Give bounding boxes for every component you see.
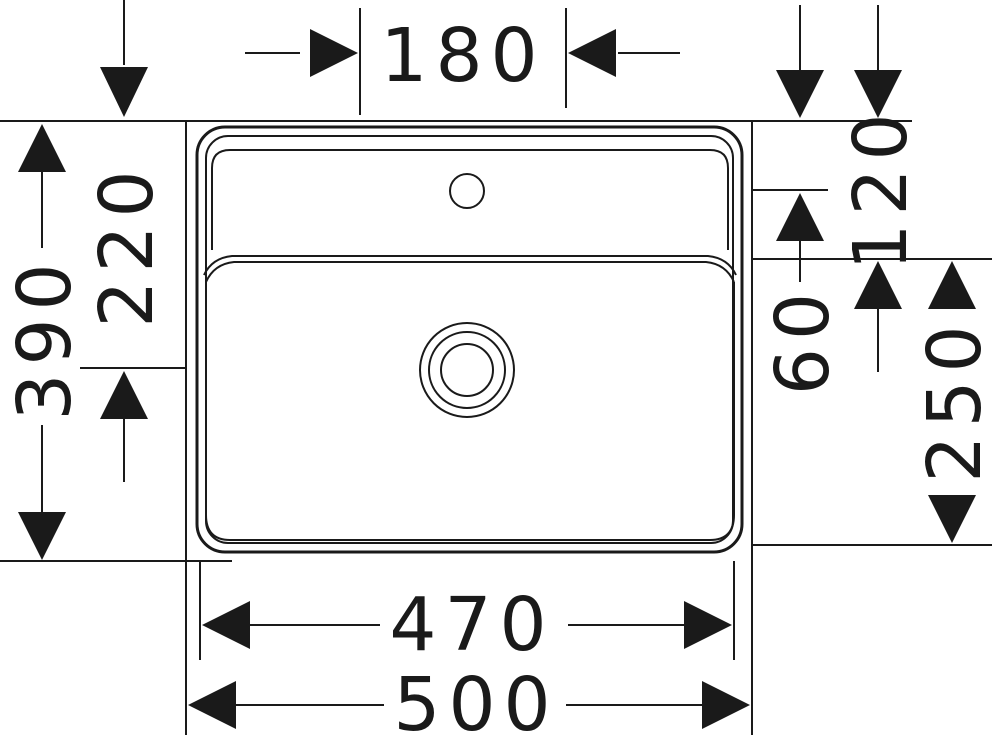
dimension-overall-depth: 390 (2, 0, 148, 560)
extension-lines (0, 8, 992, 735)
dimension-bowl-depth: 220 (84, 162, 170, 482)
label-180: 180 (380, 13, 545, 99)
tap-hole (449, 173, 485, 209)
label-60: 60 (760, 285, 846, 395)
dimension-tap-spacing: 180 (245, 13, 680, 99)
label-220: 220 (84, 162, 170, 327)
dimension-step-height: 60 (760, 5, 846, 395)
label-470: 470 (389, 582, 554, 668)
label-390: 390 (2, 255, 88, 420)
label-120: 120 (838, 105, 924, 270)
label-500: 500 (393, 662, 558, 748)
label-250: 250 (912, 317, 998, 482)
dimension-front-to-waste: 250 (912, 261, 998, 543)
basin-outline (195, 125, 744, 554)
dimension-deck-height: 120 (838, 5, 924, 372)
dimension-inner-width: 470 (202, 582, 732, 668)
dimension-overall-width: 500 (188, 662, 750, 748)
waste-outlet (419, 322, 515, 418)
